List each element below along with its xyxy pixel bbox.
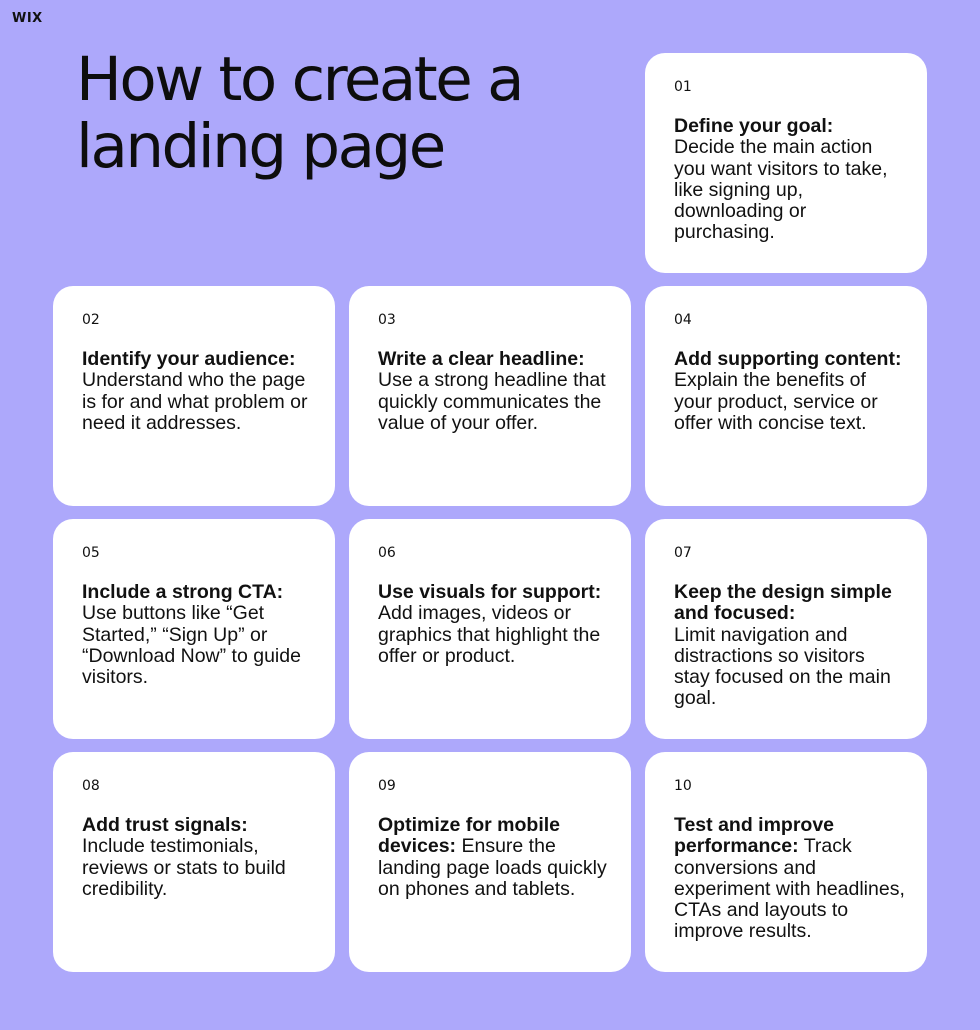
- step-body: Add images, videos or graphics that high…: [378, 602, 601, 667]
- step-text: Write a clear headline:Use a strong head…: [378, 348, 609, 434]
- step-text: Identify your audience:Understand who th…: [82, 348, 313, 434]
- step-body: Track conversions and experiment with he…: [674, 835, 905, 943]
- step-title: Include a strong CTA:: [82, 581, 284, 603]
- step-title: Add supporting content:: [674, 348, 902, 370]
- step-number: 10: [674, 778, 692, 794]
- step-card-06: 06 Use visuals for support: Add images, …: [349, 519, 631, 739]
- step-body: Limit navigation and distractions so vis…: [674, 623, 891, 710]
- step-text: Define your goal:Decide the main action …: [674, 115, 905, 244]
- step-number: 02: [82, 312, 100, 328]
- step-body: Explain the benefits of your product, se…: [674, 369, 878, 434]
- step-text: Add trust signals:Include testimonials, …: [82, 814, 313, 900]
- step-title: Identify your audience:: [82, 348, 296, 370]
- step-body: Understand who the page is for and what …: [82, 369, 308, 434]
- step-body: Include testimonials, reviews or stats t…: [82, 835, 286, 900]
- step-card-07: 07 Keep the design simple and focused:Li…: [645, 519, 927, 739]
- step-number: 07: [674, 545, 692, 561]
- step-title: Write a clear headline:: [378, 348, 585, 370]
- step-text: Optimize for mobile devices: Ensure the …: [378, 814, 609, 900]
- step-number: 09: [378, 778, 396, 794]
- step-text: Use visuals for support: Add images, vid…: [378, 581, 609, 667]
- page-title: How to create a landing page: [76, 44, 525, 182]
- step-body: Ensure the landing page loads quickly on…: [378, 835, 607, 900]
- step-number: 05: [82, 545, 100, 561]
- step-title: Use visuals for support:: [378, 581, 602, 603]
- step-body: Use a strong headline that quickly commu…: [378, 369, 606, 434]
- step-title: Keep the design simple and focused:: [674, 581, 892, 625]
- step-card-05: 05 Include a strong CTA:Use buttons like…: [53, 519, 335, 739]
- step-body: Decide the main action you want visitors…: [674, 136, 888, 244]
- step-title: Optimize for mobile devices:: [378, 814, 561, 858]
- step-text: Test and improve performance: Track conv…: [674, 814, 905, 943]
- step-number: 06: [378, 545, 396, 561]
- wix-logo: WIX: [12, 11, 43, 26]
- step-body: Use buttons like “Get Started,” “Sign Up…: [82, 602, 301, 689]
- step-number: 04: [674, 312, 692, 328]
- step-text: Keep the design simple and focused:Limit…: [674, 581, 905, 710]
- step-title: Define your goal:: [674, 115, 834, 137]
- step-card-02: 02 Identify your audience:Understand who…: [53, 286, 335, 506]
- step-title: Test and improve performance:: [674, 814, 835, 858]
- step-number: 03: [378, 312, 396, 328]
- step-number: 01: [674, 79, 692, 95]
- step-title: Add trust signals:: [82, 814, 248, 836]
- step-card-01: 01 Define your goal:Decide the main acti…: [645, 53, 927, 273]
- step-number: 08: [82, 778, 100, 794]
- step-text: Add supporting content: Explain the bene…: [674, 348, 905, 434]
- step-card-09: 09 Optimize for mobile devices: Ensure t…: [349, 752, 631, 972]
- step-card-03: 03 Write a clear headline:Use a strong h…: [349, 286, 631, 506]
- step-card-10: 10 Test and improve performance: Track c…: [645, 752, 927, 972]
- step-card-04: 04 Add supporting content: Explain the b…: [645, 286, 927, 506]
- step-card-08: 08 Add trust signals:Include testimonial…: [53, 752, 335, 972]
- step-text: Include a strong CTA:Use buttons like “G…: [82, 581, 313, 689]
